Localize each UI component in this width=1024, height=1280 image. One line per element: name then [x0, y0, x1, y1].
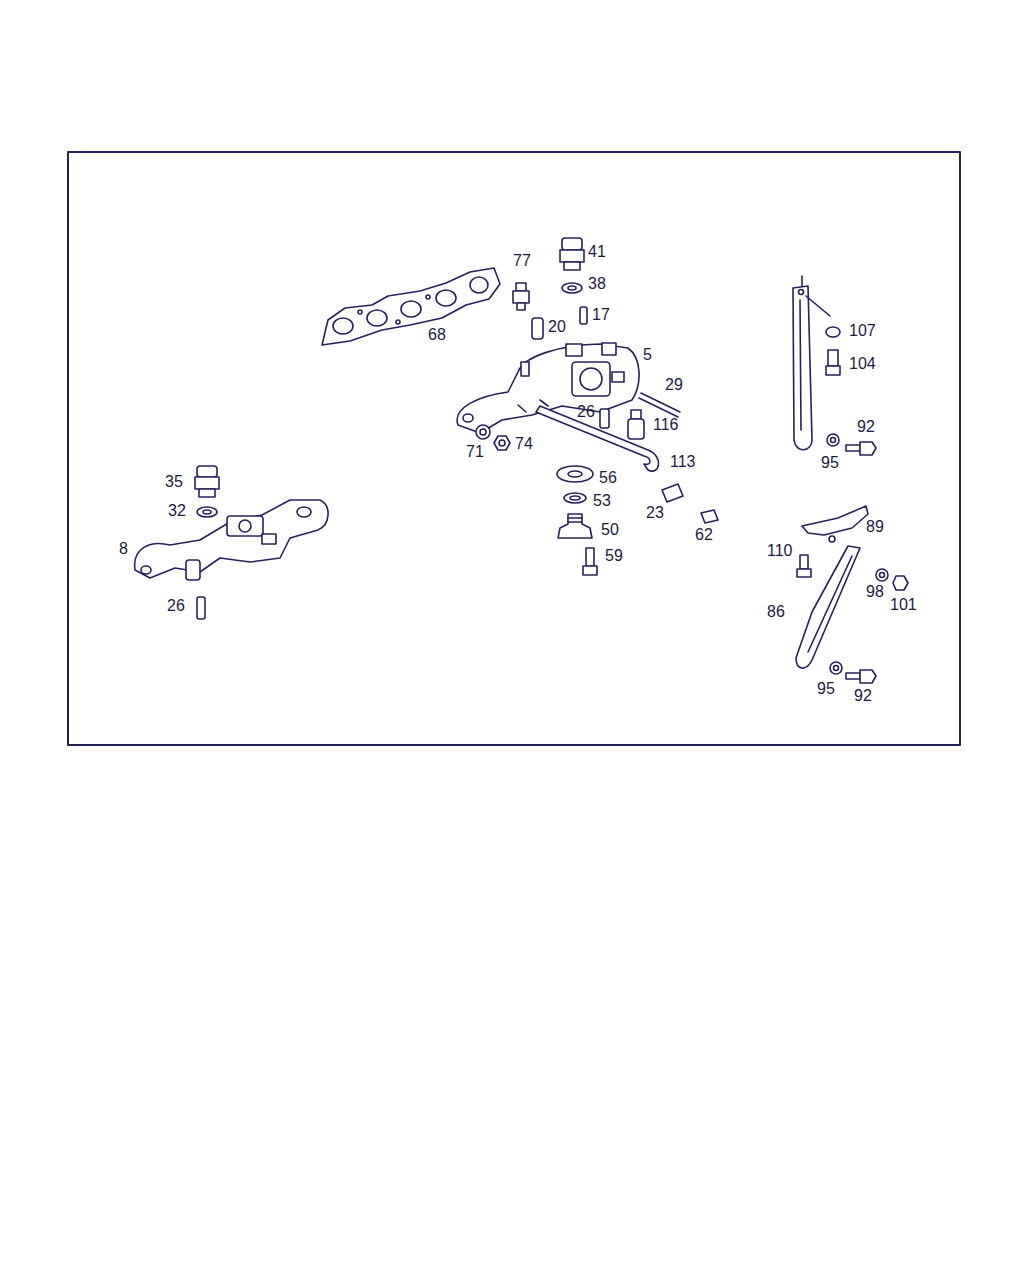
callout-number: 62	[695, 526, 713, 544]
gasket	[322, 268, 500, 345]
callout-number: 56	[599, 469, 617, 487]
callout-number: 86	[767, 603, 785, 621]
callout-number: 101	[890, 596, 917, 614]
callout-number: 20	[548, 318, 566, 336]
callout-number: 59	[605, 547, 623, 565]
frame	[68, 152, 960, 745]
callout-number: 113	[670, 453, 696, 471]
callout-number: 8	[119, 540, 128, 558]
callout-number: 35	[165, 473, 183, 491]
callout-number: 107	[849, 322, 876, 340]
damper-parts	[557, 466, 718, 575]
callout-number: 26	[577, 403, 595, 421]
callout-number: 116	[653, 416, 679, 434]
callout-number: 110	[767, 542, 793, 560]
support-straps	[793, 276, 908, 683]
callout-number: 89	[866, 518, 884, 536]
callout-number: 104	[849, 355, 876, 373]
callout-number: 74	[515, 435, 533, 453]
small-parts-center	[476, 393, 680, 471]
callout-number: 53	[593, 492, 611, 510]
exhaust-manifold-left	[135, 466, 328, 619]
callout-number: 95	[821, 454, 839, 472]
callout-number: 92	[857, 418, 875, 436]
callout-number: 68	[428, 326, 446, 344]
fittings-top	[513, 238, 587, 339]
callout-number: 17	[592, 306, 610, 324]
callout-number: 50	[601, 521, 619, 539]
callout-number: 98	[866, 583, 884, 601]
callout-number: 77	[513, 252, 531, 270]
callout-number: 32	[168, 502, 186, 520]
callout-number: 71	[466, 443, 484, 461]
callout-number: 23	[646, 504, 664, 522]
callout-number: 41	[588, 243, 606, 261]
exhaust-manifold	[457, 343, 639, 433]
callout-number: 92	[854, 687, 872, 705]
callout-number: 26	[167, 597, 185, 615]
callout-number: 38	[588, 275, 606, 293]
callout-number: 5	[643, 346, 652, 364]
callout-number: 29	[665, 376, 683, 394]
callout-number: 95	[817, 680, 835, 698]
